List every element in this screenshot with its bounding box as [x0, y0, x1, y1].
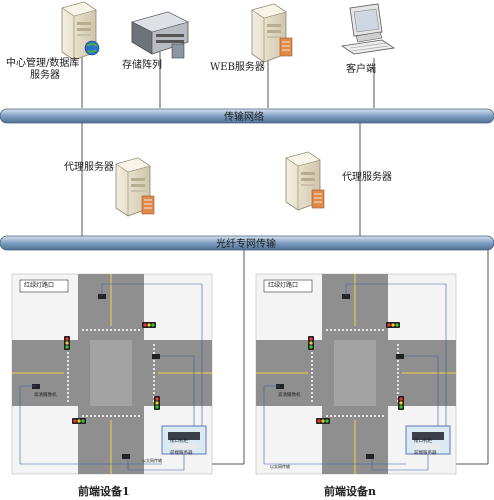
center-server-label-2: 服务器: [30, 68, 60, 81]
proxy-server-right-icon: [285, 151, 325, 211]
client-computer-icon: [340, 3, 396, 55]
cabinet-1-label-2: 前端服务器: [170, 449, 193, 456]
fiber-network-label: 光纤专网传输: [216, 237, 276, 250]
fiber-network-bus: [0, 235, 494, 251]
web-server-icon: [251, 3, 293, 63]
proxy-right-label: 代理服务器: [342, 170, 392, 183]
device-n-label: 前端设备n: [324, 484, 376, 498]
cabinet-n-label-2: 前端服务器: [414, 449, 437, 456]
intersection-n: 以太网传输: [255, 273, 457, 475]
proxy-server-left-icon: [115, 157, 155, 217]
intersection-1: 以太网传输: [11, 273, 213, 475]
storage-array-icon: [131, 11, 189, 59]
camera-n-label: 高清摄像机: [278, 391, 301, 398]
cabinet-1-label: 接口机柜: [170, 437, 188, 444]
device-1-label: 前端设备1: [78, 484, 130, 498]
intersection-1-title: 红绿灯路口: [24, 281, 54, 289]
intersection-n-title: 红绿灯路口: [268, 281, 298, 289]
transport-network-label: 传输网络: [224, 110, 264, 123]
web-server-label: WEB服务器: [210, 60, 265, 73]
cable-label-1: 以太网传输: [142, 457, 162, 463]
center-server-label: 中心管理/数据库: [6, 56, 79, 69]
client-label: 客户端: [346, 62, 376, 75]
transport-network-bus: [0, 108, 494, 124]
storage-label: 存储阵列: [122, 58, 162, 71]
center-server-icon: [61, 1, 100, 61]
proxy-left-label: 代理服务器: [64, 160, 114, 173]
camera-1-label: 高清摄像机: [34, 391, 57, 398]
cable-label-n: 以太网传输: [270, 463, 290, 469]
cabinet-n-label: 接口机柜: [414, 437, 432, 444]
